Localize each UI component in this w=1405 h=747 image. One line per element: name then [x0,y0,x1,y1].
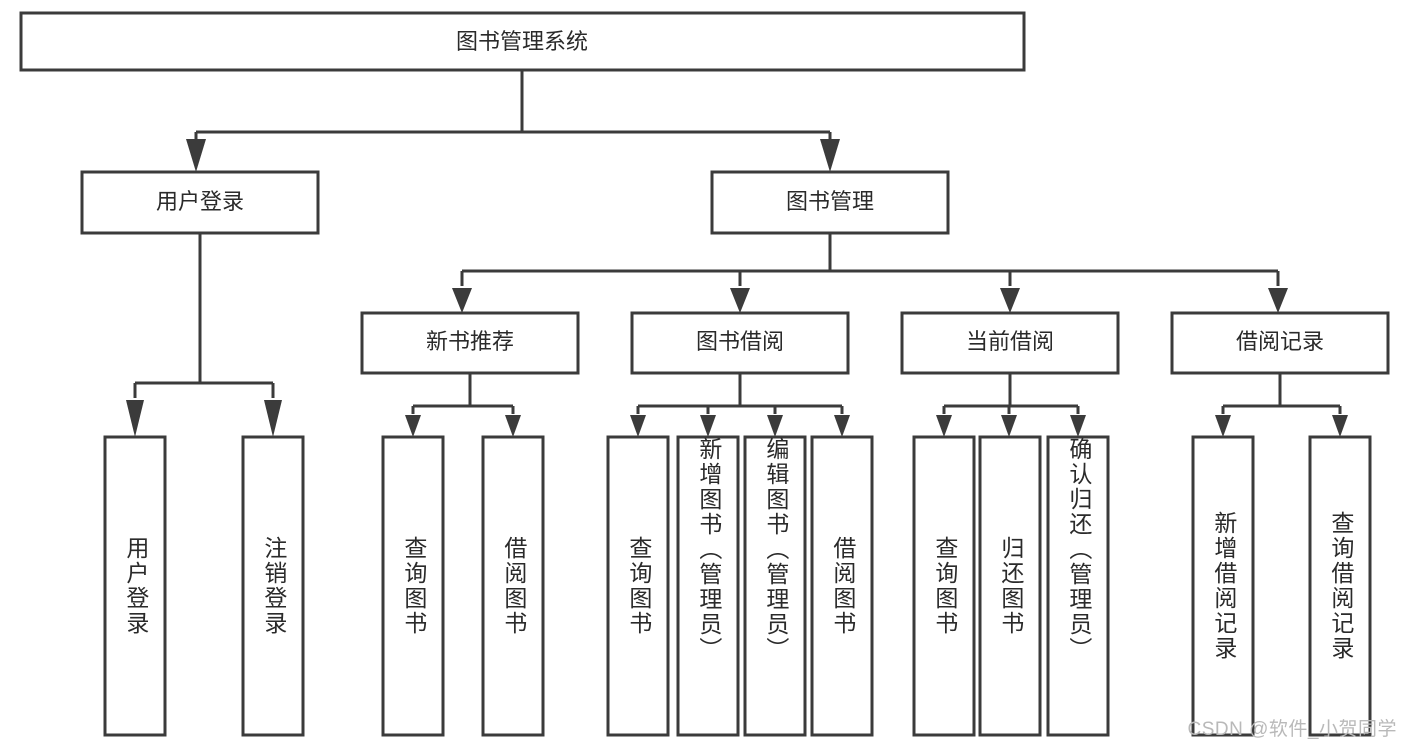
arrowhead-leaf-query-book-3 [936,415,952,437]
arrowhead-new-book-recommend [452,288,472,313]
node-current-borrow-box[interactable] [900,311,1120,375]
watermark-text: CSDN @软件_小贺同学 [1187,719,1397,740]
leaf-box-query-book-3[interactable] [912,435,976,737]
leaf-box-query-record[interactable] [1308,435,1372,737]
arrowhead-leaf-confirm-return [1070,415,1086,437]
arrowhead-leaf-return-book [1001,415,1017,437]
arrowhead-book-borrow [730,288,750,313]
leaf-box-return-book[interactable] [978,435,1042,737]
leaf-box-query-book-1[interactable] [381,435,445,737]
node-new-book-recommend-box[interactable] [360,311,580,375]
arrowhead-leaf-edit-book [767,415,783,437]
node-book-manage[interactable]: 图书管理 [710,170,950,235]
arrowhead-leaf-query-book-1 [405,415,421,437]
leaf-box-borrow-book-1[interactable] [481,435,545,737]
node-user-login[interactable]: 用户登录 [80,170,320,235]
leaf-box-borrow-book-2[interactable] [810,435,874,737]
node-borrow-record[interactable]: 借阅记录 [1170,311,1390,375]
arrowhead-leaf-user-login [126,400,144,437]
arrowhead-current-borrow [1000,288,1020,313]
arrowhead-leaf-borrow-book-1 [505,415,521,437]
node-root-box[interactable] [19,11,1026,72]
leaf-box-logout-login[interactable] [241,435,305,737]
node-new-book-recommend[interactable]: 新书推荐 [360,311,580,375]
arrowhead-book-manage [820,139,840,172]
node-root-label: 图书管理系统 [456,29,588,54]
leaf-box-add-book[interactable] [676,435,740,737]
node-book-manage-label: 图书管理 [786,189,874,214]
node-borrow-record-label: 借阅记录 [1236,329,1324,354]
connector-group [126,70,1348,437]
node-book-manage-box[interactable] [710,170,950,235]
node-current-borrow[interactable]: 当前借阅 [900,311,1120,375]
node-user-login-box[interactable] [80,170,320,235]
node-root[interactable]: 图书管理系统 [19,11,1026,72]
arrowhead-leaf-query-record [1332,415,1348,437]
arrowhead-user-login [186,139,206,172]
arrowhead-leaf-query-book-2 [630,415,646,437]
leaf-box-query-book-2[interactable] [606,435,670,737]
node-new-book-recommend-label: 新书推荐 [426,329,514,354]
arrowhead-leaf-add-book [700,415,716,437]
leaf-box-user-login[interactable] [103,435,167,737]
node-current-borrow-label: 当前借阅 [966,329,1054,354]
arrowhead-leaf-add-record [1215,415,1231,437]
node-user-login-label: 用户登录 [156,189,244,214]
arrowhead-borrow-record [1268,288,1288,313]
node-borrow-record-box[interactable] [1170,311,1390,375]
node-book-borrow-box[interactable] [630,311,850,375]
arrowhead-leaf-borrow-book-2 [834,415,850,437]
node-book-borrow-label: 图书借阅 [696,329,784,354]
leaf-box-confirm-return[interactable] [1046,435,1110,737]
leaf-box-edit-book[interactable] [743,435,807,737]
node-book-borrow[interactable]: 图书借阅 [630,311,850,375]
leaf-box-add-record[interactable] [1191,435,1255,737]
arrowhead-leaf-logout-login [264,400,282,437]
leaf-box-group [103,435,1372,737]
